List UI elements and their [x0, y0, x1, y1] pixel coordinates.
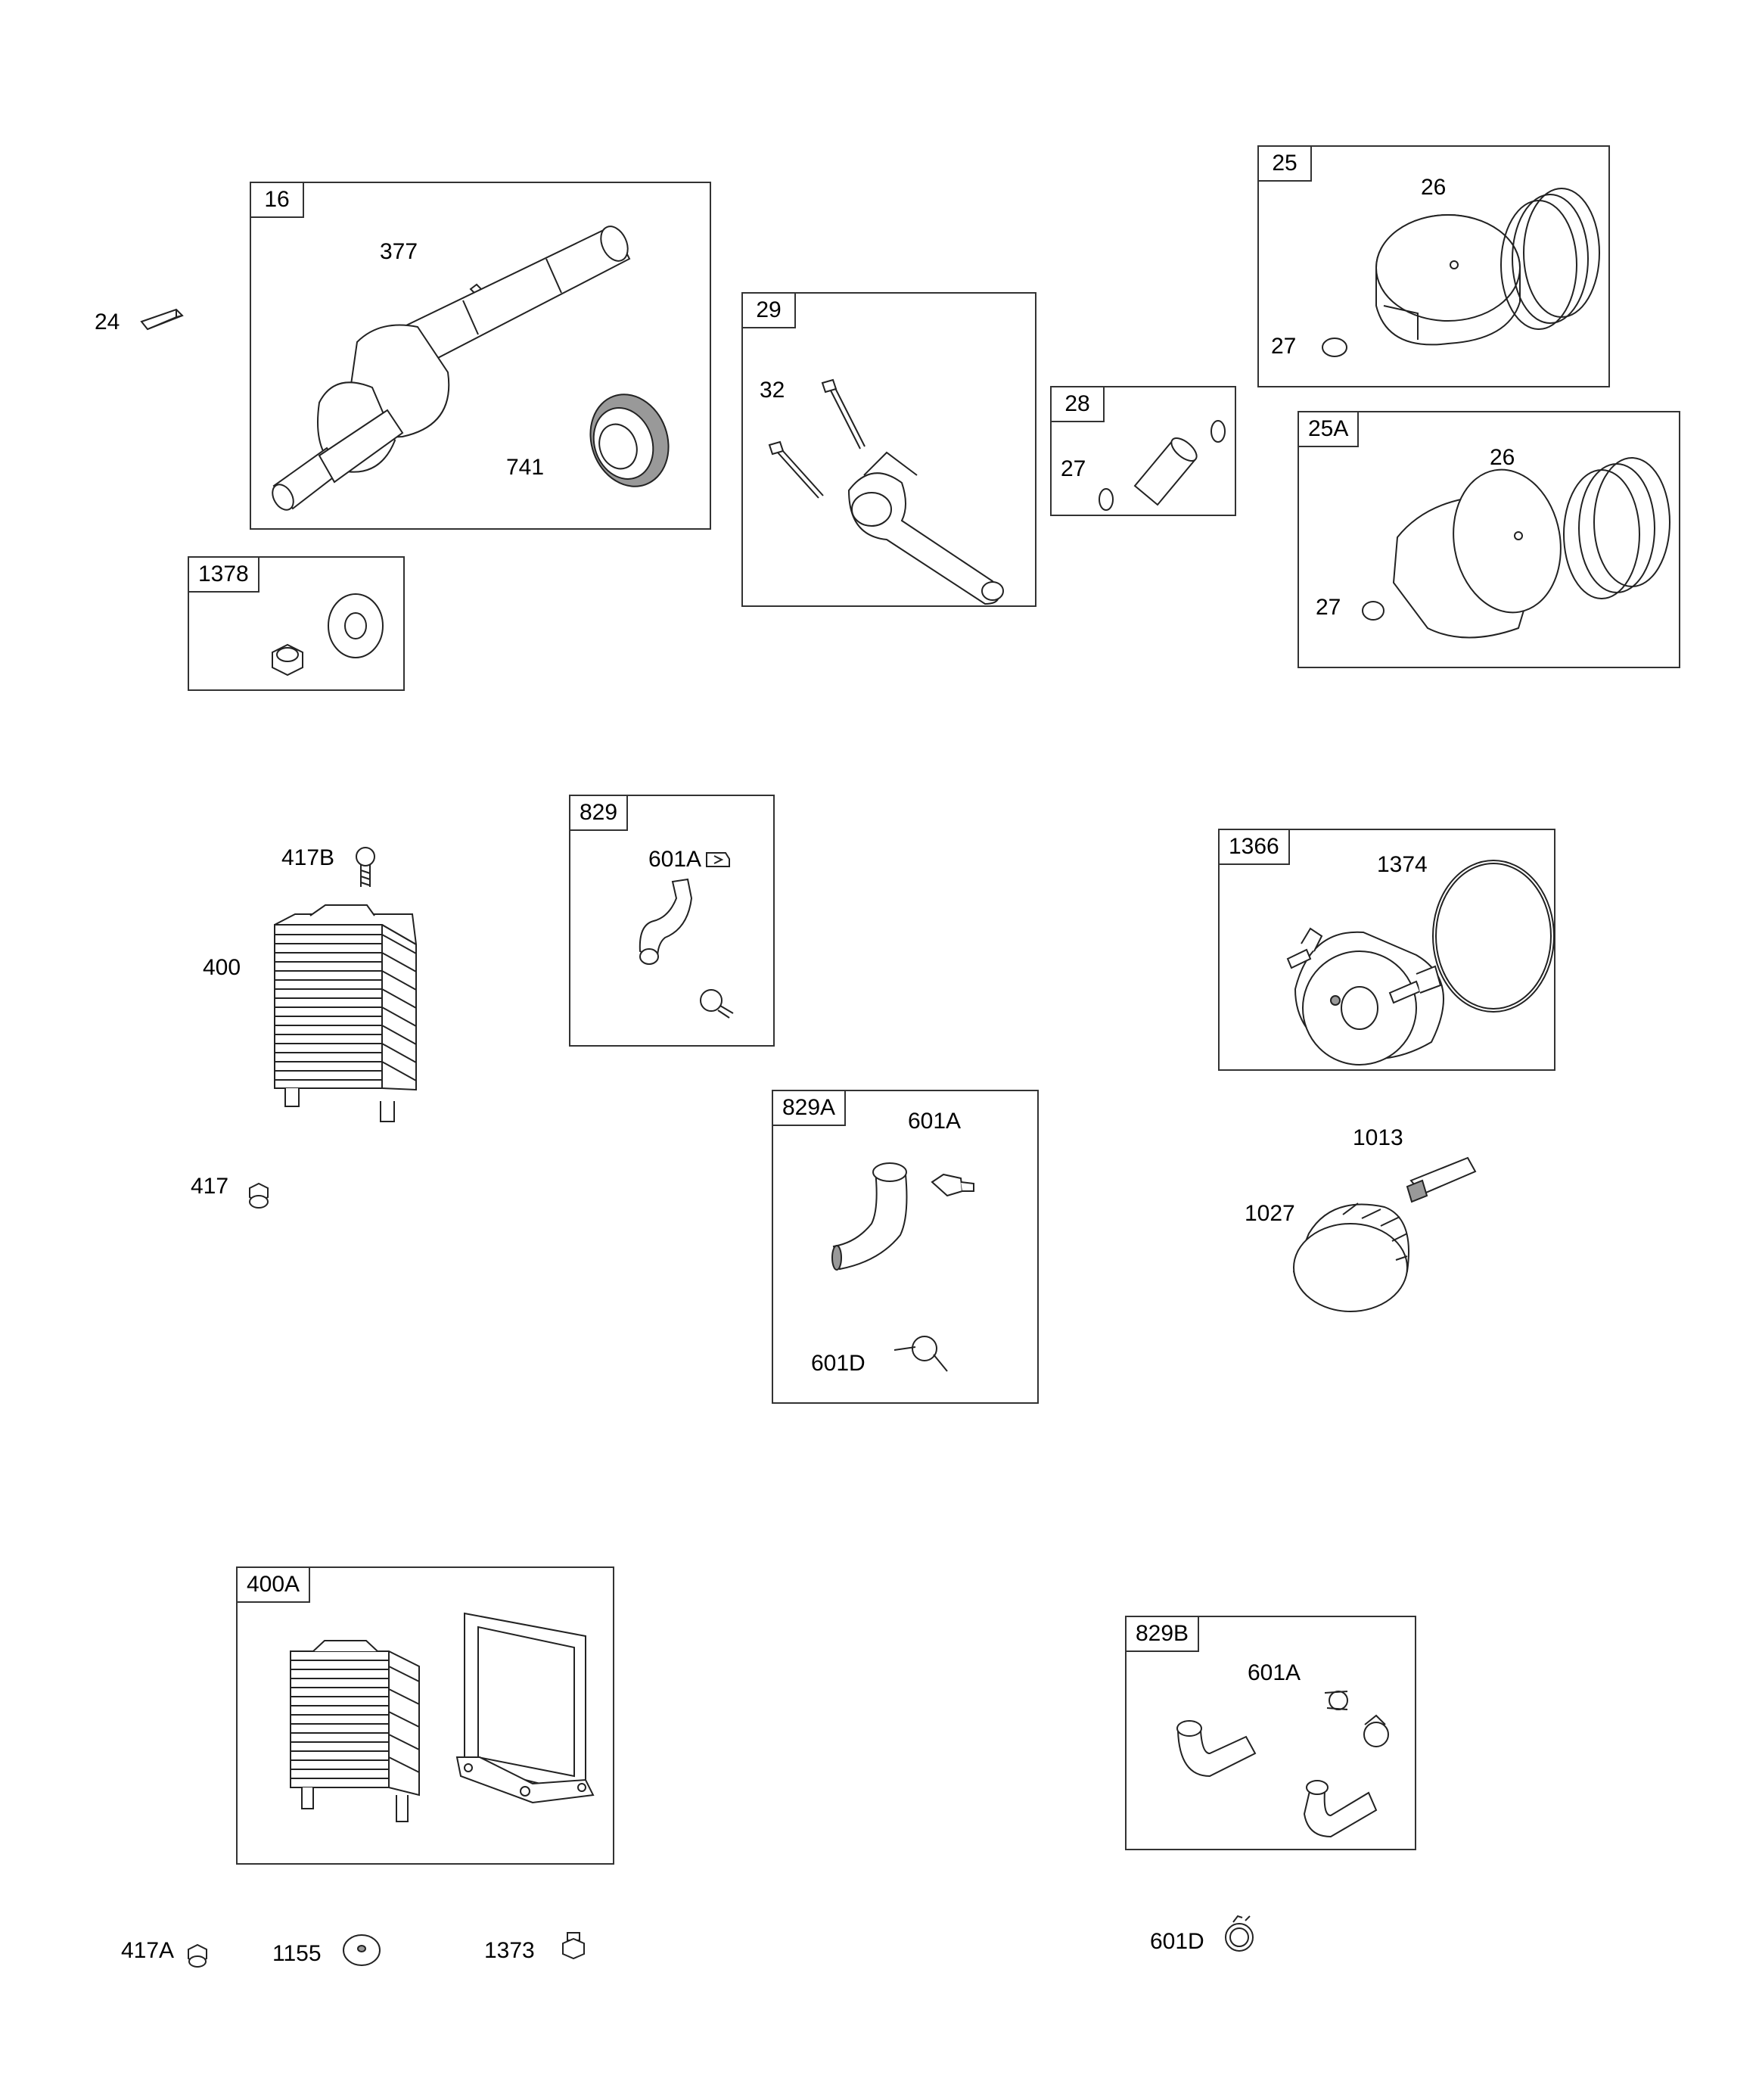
key-24-drawing[interactable]	[140, 305, 185, 335]
group-1378-frame: 1378	[188, 556, 405, 691]
part-1013-label[interactable]: 1013	[1353, 1125, 1403, 1150]
part-1155-label[interactable]: 1155	[272, 1941, 322, 1966]
part-32-label[interactable]: 32	[760, 378, 785, 403]
plug-417-drawing[interactable]	[244, 1181, 274, 1211]
clamp-601d-drawing[interactable]	[1217, 1913, 1262, 1958]
crankshaft-drawing[interactable]	[274, 221, 698, 509]
washer-1155-drawing[interactable]	[339, 1931, 384, 1969]
group-829-frame: 829 601A	[569, 795, 775, 1047]
group-29-frame: 29 32	[741, 292, 1036, 607]
part-601a-c-label[interactable]: 601A	[1248, 1660, 1301, 1685]
group-29-label[interactable]: 29	[741, 292, 796, 328]
piston-pin-drawing[interactable]	[1089, 418, 1233, 516]
filter-adapter-drawing[interactable]	[1265, 853, 1552, 1065]
part-1374-label[interactable]: 1374	[1377, 852, 1428, 877]
hose-829-drawing[interactable]	[616, 838, 767, 1042]
group-829a-label[interactable]: 829A	[772, 1090, 847, 1126]
part-1373-label[interactable]: 1373	[484, 1938, 535, 1963]
group-16-frame: 16 377 741	[250, 182, 711, 530]
group-25a-frame: 25A 26 27	[1297, 411, 1680, 668]
connecting-rod-drawing[interactable]	[758, 377, 1030, 604]
part-417b-label[interactable]: 417B	[281, 845, 335, 870]
group-400a-label[interactable]: 400A	[236, 1566, 311, 1603]
part-27-c-label[interactable]: 27	[1316, 595, 1341, 620]
oil-cooler-400-drawing[interactable]	[269, 840, 435, 1143]
part-27-pin-label[interactable]: 27	[1061, 456, 1086, 481]
part-601d-b-label[interactable]: 601D	[1150, 1929, 1204, 1954]
group-829b-label[interactable]: 829B	[1125, 1616, 1200, 1652]
plug-417a-drawing[interactable]	[184, 1942, 211, 1969]
group-28-label[interactable]: 28	[1050, 386, 1105, 422]
group-28-frame: 28 27	[1050, 386, 1236, 516]
group-25-frame: 25 26 27	[1257, 145, 1610, 387]
part-27-label[interactable]: 27	[1271, 334, 1297, 359]
group-829b-frame: 829B 601A	[1125, 1616, 1416, 1850]
cooler-fins	[275, 935, 416, 1081]
oil-cooler-400a-drawing[interactable]	[283, 1606, 601, 1856]
part-377-label[interactable]: 377	[380, 239, 418, 264]
plug-1373-drawing[interactable]	[560, 1930, 587, 1963]
part-601a-label[interactable]: 601A	[648, 847, 702, 872]
group-829-label[interactable]: 829	[569, 795, 629, 831]
group-829a-frame: 829A 601A 601D	[772, 1090, 1039, 1404]
group-25a-label[interactable]: 25A	[1297, 411, 1360, 447]
part-1027-label[interactable]: 1027	[1245, 1201, 1295, 1226]
part-417a-label[interactable]: 417A	[121, 1938, 175, 1963]
hose-829a-drawing[interactable]	[811, 1137, 1030, 1386]
part-400-label[interactable]: 400	[203, 955, 241, 980]
oil-filter-drawing[interactable]	[1286, 1143, 1498, 1317]
group-25-label[interactable]: 25	[1257, 145, 1312, 182]
group-1366-frame: 1366 1374	[1218, 829, 1555, 1071]
part-26-b-label[interactable]: 26	[1490, 445, 1515, 470]
part-601a-b-label[interactable]: 601A	[908, 1109, 962, 1134]
part-417-label[interactable]: 417	[191, 1174, 229, 1199]
part-741-label[interactable]: 741	[506, 455, 545, 480]
part-26-label[interactable]: 26	[1421, 175, 1447, 200]
group-1366-label[interactable]: 1366	[1218, 829, 1290, 865]
piston-rings-drawing[interactable]	[1319, 170, 1607, 374]
hoses-829b-drawing[interactable]	[1149, 1670, 1406, 1844]
nut-washer-drawing[interactable]	[257, 588, 401, 686]
group-400a-frame: 400A	[236, 1566, 614, 1865]
part-601d-label[interactable]: 601D	[811, 1351, 866, 1376]
piston-rings-b-drawing[interactable]	[1360, 439, 1677, 666]
part-24-label[interactable]: 24	[95, 310, 120, 334]
group-16-label[interactable]: 16	[250, 182, 304, 218]
group-1378-label[interactable]: 1378	[188, 556, 259, 593]
